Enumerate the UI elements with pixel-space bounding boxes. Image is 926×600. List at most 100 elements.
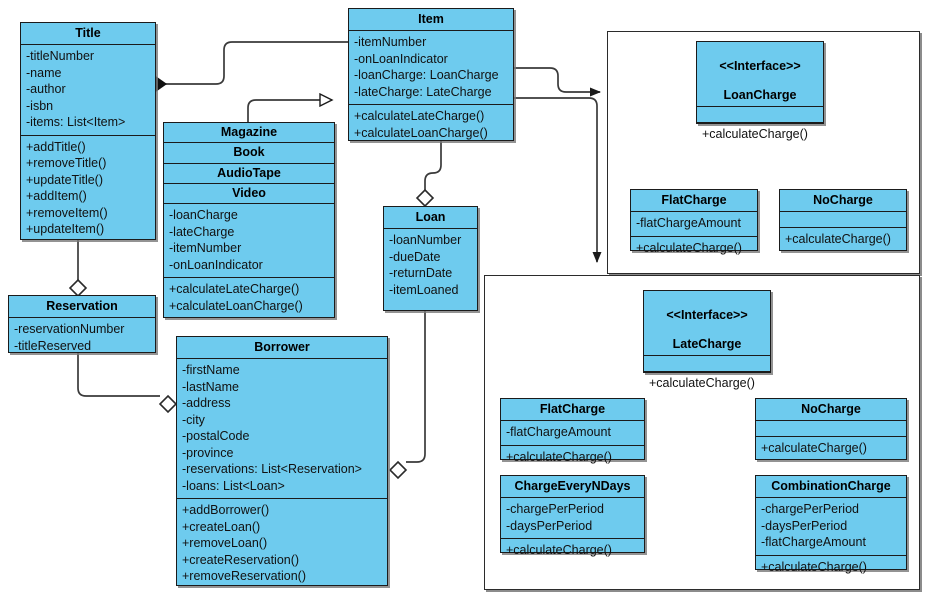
interface-name-label: LateCharge [672, 337, 742, 352]
class-operations-late-chargeeveryndays: +calculateCharge() [501, 539, 644, 563]
class-attributes-late-chargeeveryndays: -chargePerPeriod -daysPerPeriod [501, 498, 644, 539]
class-title-audiotape: AudioTape [164, 164, 334, 184]
attribute-row: -lateCharge [169, 224, 235, 239]
attribute-row: -chargePerPeriod [506, 502, 604, 516]
class-box-loan-nocharge[interactable]: NoCharge +calculateCharge() [779, 189, 907, 251]
class-box-late-nocharge[interactable]: NoCharge +calculateCharge() [755, 398, 907, 460]
attribute-row: -isbn [26, 98, 54, 113]
operation-row: +updateTitle() [26, 172, 104, 187]
operation-row: +createReservation() [182, 552, 300, 567]
class-box-item[interactable]: Item -itemNumber -onLoanIndicator -loanC… [348, 8, 514, 141]
attribute-row: -address [182, 396, 231, 410]
class-attributes-loancharge-interface [697, 107, 823, 123]
attribute-row: -titleNumber [26, 49, 95, 63]
class-operations-loan-flatcharge: +calculateCharge() [631, 237, 757, 261]
attribute-row: -loanCharge [169, 208, 238, 222]
attribute-row: -flatChargeAmount [761, 535, 866, 549]
class-title-loan: Loan [384, 207, 477, 229]
attribute-row: -daysPerPeriod [506, 518, 593, 533]
class-box-late-combinationcharge[interactable]: CombinationCharge -chargePerPeriod -days… [755, 475, 907, 574]
class-box-reservation[interactable]: Reservation -reservationNumber -titleRes… [8, 295, 156, 353]
class-title-item: Item [349, 9, 513, 31]
aggregation-diamond-title-reservation [68, 278, 88, 298]
attribute-row: -author [26, 82, 66, 96]
operation-row: +updateItem() [26, 222, 105, 236]
class-operations-borrower: +addBorrower() +createLoan() +removeLoan… [177, 499, 387, 589]
attribute-row: -province [182, 445, 234, 460]
class-title-borrower: Borrower [177, 337, 387, 359]
class-attributes-latecharge-interface [644, 356, 770, 372]
class-attributes-loan-nocharge [780, 212, 906, 228]
operation-row: +removeLoan() [182, 536, 268, 550]
operation-row: +calculateCharge() [636, 240, 742, 255]
aggregation-diamond-item-loan [415, 188, 435, 208]
operation-row: +removeItem() [26, 205, 108, 220]
attribute-row: -chargePerPeriod [761, 502, 859, 516]
class-box-loancharge-interface[interactable]: <<Interface>> LoanCharge +calculateCharg… [696, 41, 824, 141]
attribute-row: -titleReserved [14, 338, 92, 353]
class-attributes-media: -loanCharge -lateCharge -itemNumber -onL… [164, 204, 334, 278]
operation-row: +calculateCharge() [506, 449, 612, 464]
operation-row: +calculateCharge() [649, 376, 755, 390]
class-title-video: Video [164, 184, 334, 204]
attribute-row: -daysPerPeriod [761, 518, 848, 533]
edge-item-loancharge-panel [514, 67, 601, 97]
operation-row: +calculateLateCharge() [354, 109, 485, 123]
attribute-row: -itemNumber [354, 35, 427, 49]
class-box-latecharge-interface[interactable]: <<Interface>> LateCharge +calculateCharg… [643, 290, 771, 390]
operation-row: +createLoan() [182, 519, 261, 534]
attribute-row: -returnDate [389, 266, 453, 280]
edge-loan-borrower [406, 311, 426, 463]
attribute-row: -onLoanIndicator [354, 51, 448, 66]
class-box-loan-flatcharge[interactable]: FlatCharge -flatChargeAmount +calculateC… [630, 189, 758, 255]
class-operations-item: +calculateLateCharge() +calculateLoanCha… [349, 105, 513, 145]
class-box-media-siblings[interactable]: Magazine Book AudioTape Video -loanCharg… [163, 122, 335, 318]
edge-media-item [247, 100, 332, 122]
class-operations-title: +addTitle() +removeTitle() +updateTitle(… [21, 136, 155, 242]
class-title-loan-flatcharge: FlatCharge [631, 190, 757, 212]
attribute-row: -city [182, 412, 205, 427]
attribute-row: -postalCode [182, 429, 250, 443]
attribute-row: -flatChargeAmount [506, 425, 611, 439]
class-attributes-late-flatcharge: -flatChargeAmount [501, 421, 644, 446]
class-box-late-chargeeveryndays[interactable]: ChargeEveryNDays -chargePerPeriod -daysP… [500, 475, 645, 557]
attribute-row: -flatChargeAmount [636, 216, 741, 230]
attribute-row: -name [26, 65, 62, 80]
attribute-row: -lateCharge: LateCharge [354, 84, 492, 99]
class-attributes-late-combinationcharge: -chargePerPeriod -daysPerPeriod -flatCha… [756, 498, 906, 556]
class-title-reservation: Reservation [9, 296, 155, 318]
aggregation-diamond-loan-borrower [388, 460, 408, 480]
class-operations-media: +calculateLateCharge() +calculateLoanCha… [164, 278, 334, 318]
class-attributes-reservation: -reservationNumber -titleReserved [9, 318, 155, 358]
class-attributes-loan: -loanNumber -dueDate -returnDate -itemLo… [384, 229, 477, 302]
class-attributes-borrower: -firstName -lastName -address -city -pos… [177, 359, 387, 499]
edge-item-latecharge-panel [514, 97, 602, 263]
edge-title-item [156, 41, 348, 85]
class-title-late-combinationcharge: CombinationCharge [756, 476, 906, 498]
class-box-loan[interactable]: Loan -loanNumber -dueDate -returnDate -i… [383, 206, 478, 311]
operation-row: +calculateCharge() [506, 543, 612, 557]
class-operations-late-nocharge: +calculateCharge() [756, 437, 906, 461]
class-title-title: Title [21, 23, 155, 45]
class-box-late-flatcharge[interactable]: FlatCharge -flatChargeAmount +calculateC… [500, 398, 645, 464]
stereotype-label: <<Interface>> [666, 307, 748, 322]
attribute-row: -loanCharge: LoanCharge [354, 68, 499, 82]
attribute-row: -loanNumber [389, 233, 462, 247]
class-title-late-nocharge: NoCharge [756, 399, 906, 421]
edge-item-loan [424, 141, 442, 196]
class-attributes-late-nocharge [756, 421, 906, 437]
class-box-borrower[interactable]: Borrower -firstName -lastName -address -… [176, 336, 388, 586]
stereotype-label: <<Interface>> [719, 58, 801, 73]
class-title-latecharge-interface: <<Interface>> LateCharge [644, 291, 770, 356]
operation-row: +calculateLateCharge() [169, 282, 300, 296]
class-title-magazine: Magazine [164, 123, 334, 144]
class-operations-loancharge-interface: +calculateCharge() [697, 123, 823, 147]
class-box-title[interactable]: Title -titleNumber -name -author -isbn -… [20, 22, 156, 240]
class-operations-latecharge-interface: +calculateCharge() [644, 372, 770, 396]
operation-row: +calculateCharge() [785, 232, 891, 246]
operation-row: +addItem() [26, 189, 87, 203]
operation-row: +calculateCharge() [761, 441, 867, 455]
aggregation-diamond-reservation-borrower [158, 394, 178, 414]
class-title-loancharge-interface: <<Interface>> LoanCharge [697, 42, 823, 107]
